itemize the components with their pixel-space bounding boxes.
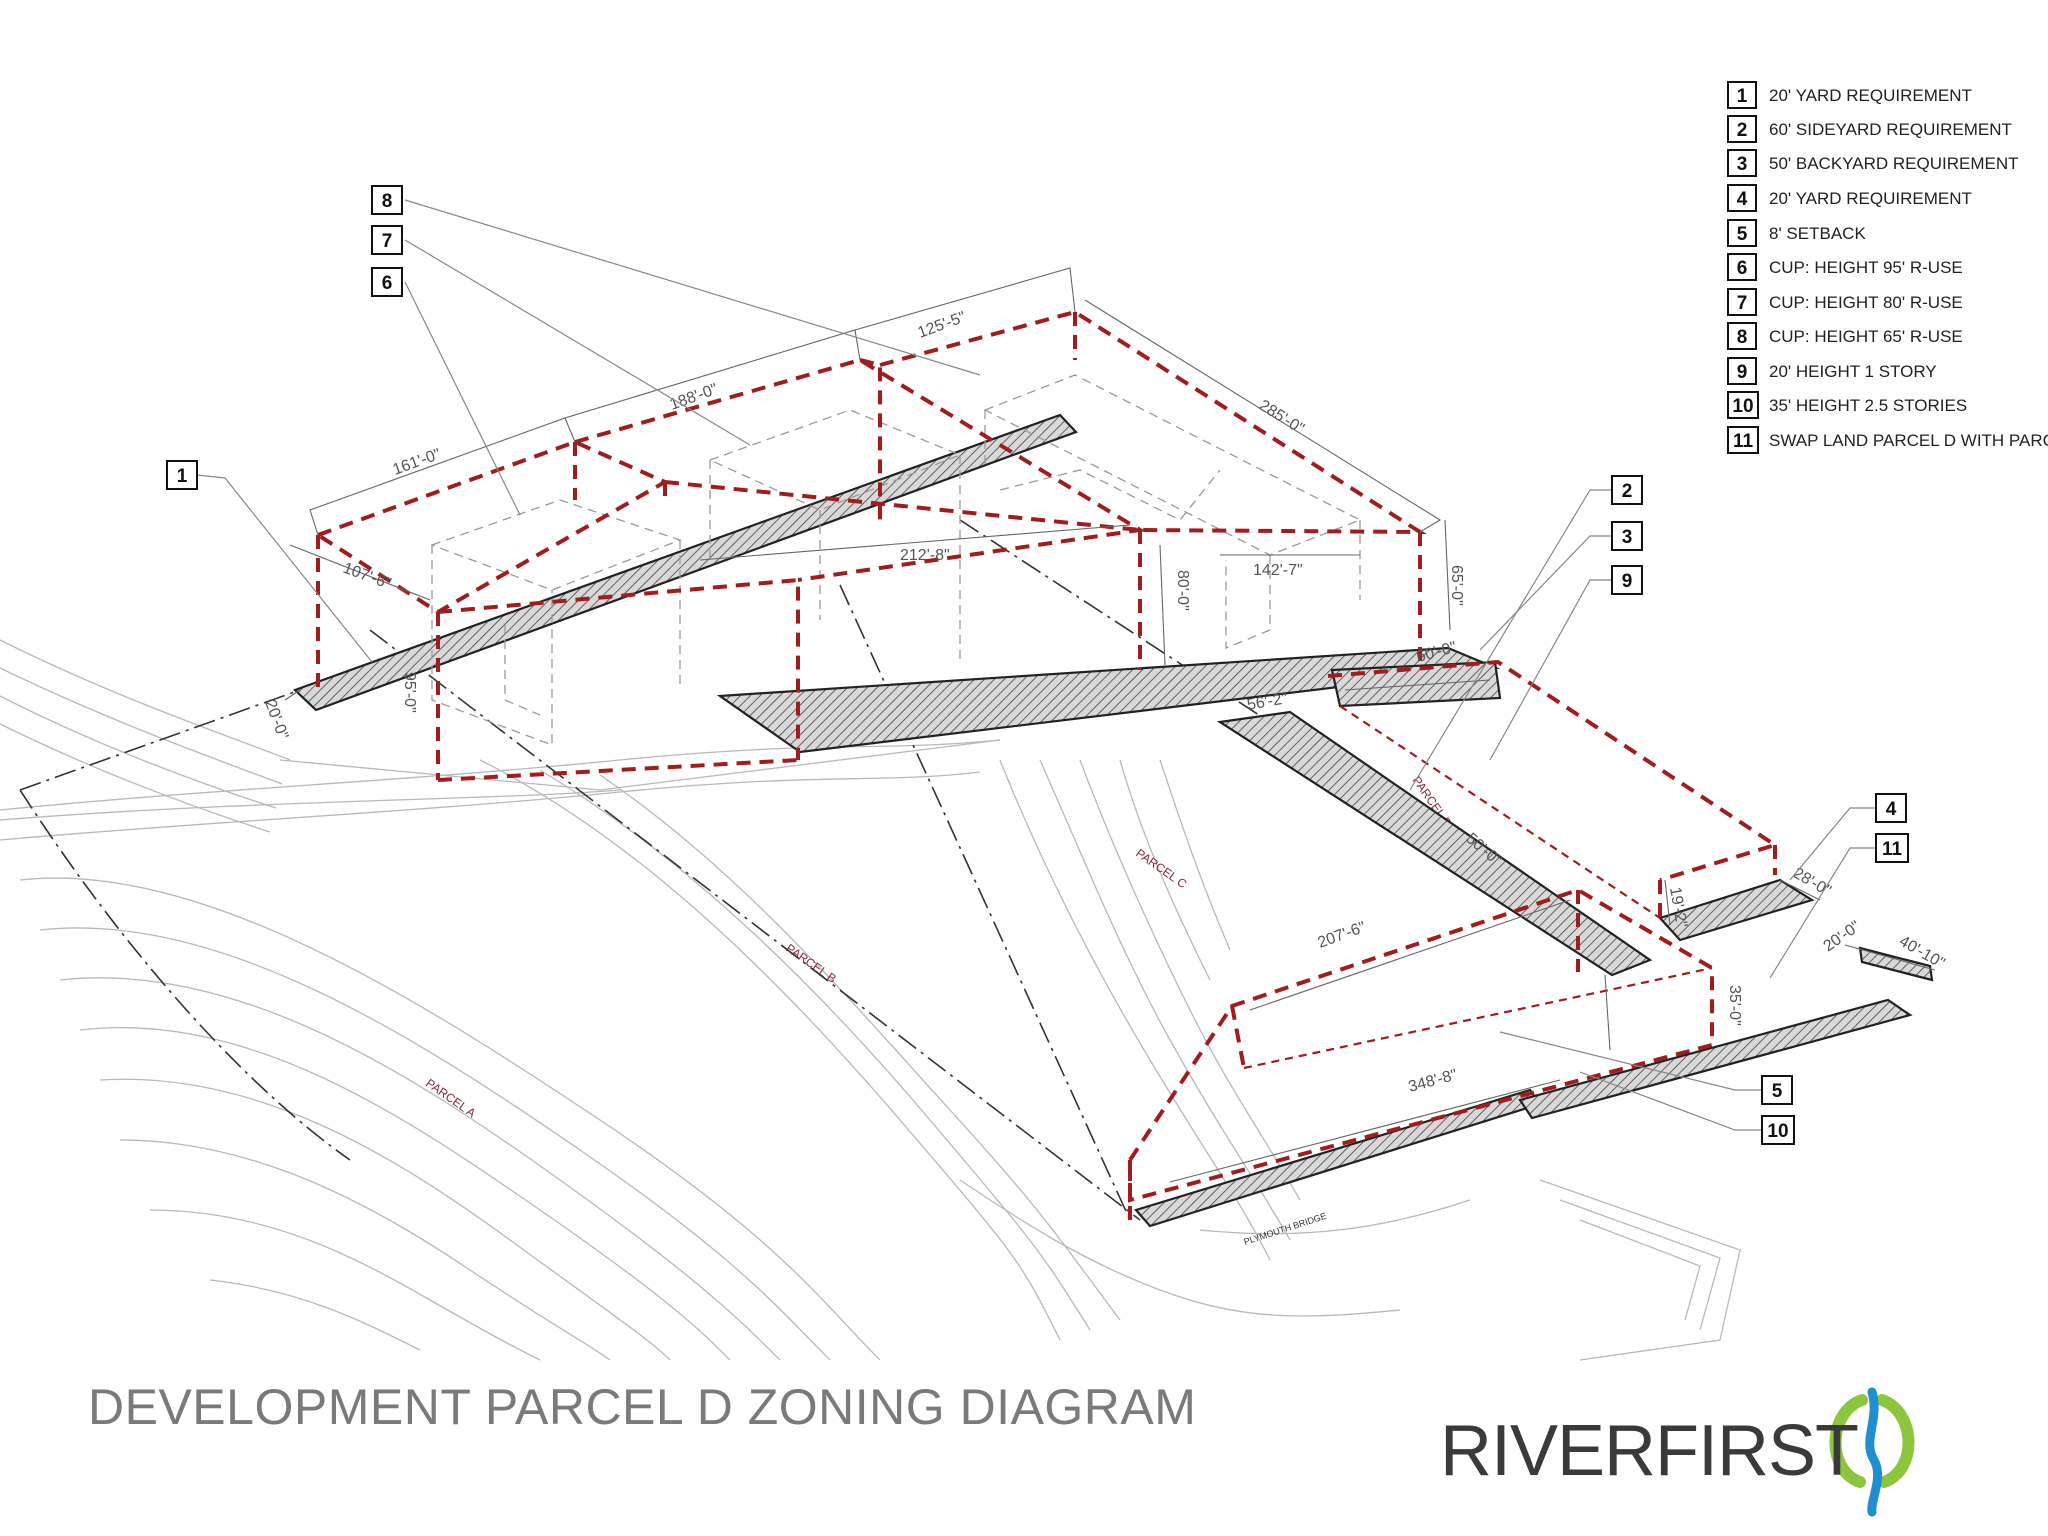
dim-20-a: 20'-0" [261, 698, 291, 742]
svg-text:11: 11 [1882, 839, 1903, 860]
svg-text:1: 1 [1737, 86, 1748, 107]
dim-20-b: 20'-0" [1821, 918, 1864, 955]
svg-text:8' SETBACK: 8' SETBACK [1769, 224, 1866, 243]
callout-6: 6 [371, 267, 403, 297]
dim-35: 35'-0" [1726, 985, 1743, 1026]
svg-text:2: 2 [1737, 120, 1748, 141]
river-first-mark-icon [1829, 1387, 1915, 1517]
svg-text:10: 10 [1767, 1121, 1788, 1142]
dim-161: 161'-0" [391, 446, 443, 479]
legend-item-10: 10 35' HEIGHT 2.5 STORIES [1727, 391, 1967, 419]
svg-text:8: 8 [1737, 327, 1748, 348]
dimension-lines [284, 267, 1936, 1183]
legend-item-8: 8 CUP: HEIGHT 65' R-USE [1727, 322, 1963, 350]
yard-hatch-areas [292, 413, 1934, 1228]
svg-text:4: 4 [1886, 799, 1897, 820]
svg-text:10: 10 [1732, 396, 1753, 417]
page-title: DEVELOPMENT PARCEL D ZONING DIAGRAM [88, 1379, 1197, 1435]
legend-item-7: 7 CUP: HEIGHT 80' R-USE [1727, 288, 1963, 316]
callout-leaders [196, 199, 1876, 1131]
callout-8: 8 [371, 185, 403, 215]
svg-text:7: 7 [1737, 293, 1748, 314]
svg-text:35' HEIGHT 2.5 STORIES: 35' HEIGHT 2.5 STORIES [1769, 396, 1967, 415]
callout-4: 4 [1875, 793, 1907, 823]
svg-text:20' YARD REQUIREMENT: 20' YARD REQUIREMENT [1769, 86, 1972, 105]
callout-3: 3 [1611, 521, 1643, 551]
svg-text:20' HEIGHT 1 STORY: 20' HEIGHT 1 STORY [1769, 362, 1937, 381]
svg-text:SWAP LAND PARCEL D WITH PARC: SWAP LAND PARCEL D WITH PARC [1769, 431, 2048, 450]
svg-text:CUP: HEIGHT 80' R-USE: CUP: HEIGHT 80' R-USE [1769, 293, 1963, 312]
callout-2: 2 [1611, 475, 1643, 505]
callout-1: 1 [166, 460, 198, 490]
zoning-envelopes [313, 309, 1780, 1220]
svg-text:50' BACKYARD REQUIREMENT: 50' BACKYARD REQUIREMENT [1769, 154, 2018, 173]
svg-text:11: 11 [1733, 431, 1754, 452]
legend-item-3: 3 50' BACKYARD REQUIREMENT [1727, 149, 2018, 177]
parcel-a-label: PARCEL A [423, 1076, 478, 1120]
svg-text:5: 5 [1737, 224, 1748, 245]
svg-text:1: 1 [177, 466, 188, 487]
legend: 1 20' YARD REQUIREMENT 2 60' SIDEYARD REQU… [1727, 81, 2048, 454]
callout-7: 7 [371, 225, 403, 255]
callout-9: 9 [1611, 565, 1643, 595]
dim-65: 65'-0" [1448, 565, 1465, 606]
callout-10: 10 [1761, 1115, 1795, 1145]
river-first-logo: RIVERFIRST [1440, 1411, 1859, 1491]
legend-item-6: 6 CUP: HEIGHT 95' R-USE [1727, 253, 1963, 281]
svg-text:7: 7 [382, 231, 393, 252]
dim-19-2: 19'-2" [1666, 886, 1690, 929]
svg-text:6: 6 [1737, 258, 1748, 279]
legend-item-9: 9 20' HEIGHT 1 STORY [1727, 357, 1937, 385]
svg-text:CUP: HEIGHT 65' R-USE: CUP: HEIGHT 65' R-USE [1769, 327, 1963, 346]
dim-95: 95'-0" [401, 672, 418, 713]
svg-text:8: 8 [382, 191, 393, 212]
dim-142-7: 142'-7" [1253, 562, 1303, 579]
legend-item-11: 11 SWAP LAND PARCEL D WITH PARC [1727, 426, 2048, 454]
plymouth-bridge-label: PLYMOUTH BRIDGE [1243, 1211, 1328, 1247]
svg-text:5: 5 [1772, 1081, 1783, 1102]
svg-text:20' YARD REQUIREMENT: 20' YARD REQUIREMENT [1769, 189, 1972, 208]
dim-80: 80'-0" [1174, 570, 1191, 611]
callout-5: 5 [1761, 1075, 1793, 1105]
callout-11: 11 [1875, 833, 1909, 863]
dim-348-8: 348'-8" [1407, 1067, 1459, 1096]
svg-text:3: 3 [1622, 527, 1633, 548]
dim-125-5: 125'-5" [916, 309, 968, 342]
svg-text:3: 3 [1737, 154, 1748, 175]
svg-text:2: 2 [1622, 481, 1633, 502]
svg-text:CUP: HEIGHT 95' R-USE: CUP: HEIGHT 95' R-USE [1769, 258, 1963, 277]
dim-212-8: 212'-8" [900, 547, 950, 564]
building-massing [430, 374, 1362, 746]
dim-207-6: 207'-6" [1316, 919, 1368, 952]
svg-text:4: 4 [1737, 189, 1748, 210]
legend-item-4: 4 20' YARD REQUIREMENT [1727, 184, 1972, 212]
parcel-b-label: PARCEL B [783, 941, 839, 986]
legend-item-5: 5 8' SETBACK [1727, 219, 1866, 247]
terrain-contours [0, 639, 1741, 1361]
legend-item-2: 2 60' SIDEYARD REQUIREMENT [1727, 115, 2012, 143]
svg-text:60' SIDEYARD REQUIREMENT: 60' SIDEYARD REQUIREMENT [1769, 120, 2012, 139]
dim-56-2: 56'-2" [1246, 690, 1289, 714]
svg-text:9: 9 [1622, 571, 1633, 592]
legend-item-1: 1 20' YARD REQUIREMENT [1727, 81, 1972, 109]
parcel-c-label: PARCEL C [1133, 846, 1189, 891]
svg-text:9: 9 [1737, 362, 1748, 383]
svg-text:6: 6 [382, 273, 393, 294]
